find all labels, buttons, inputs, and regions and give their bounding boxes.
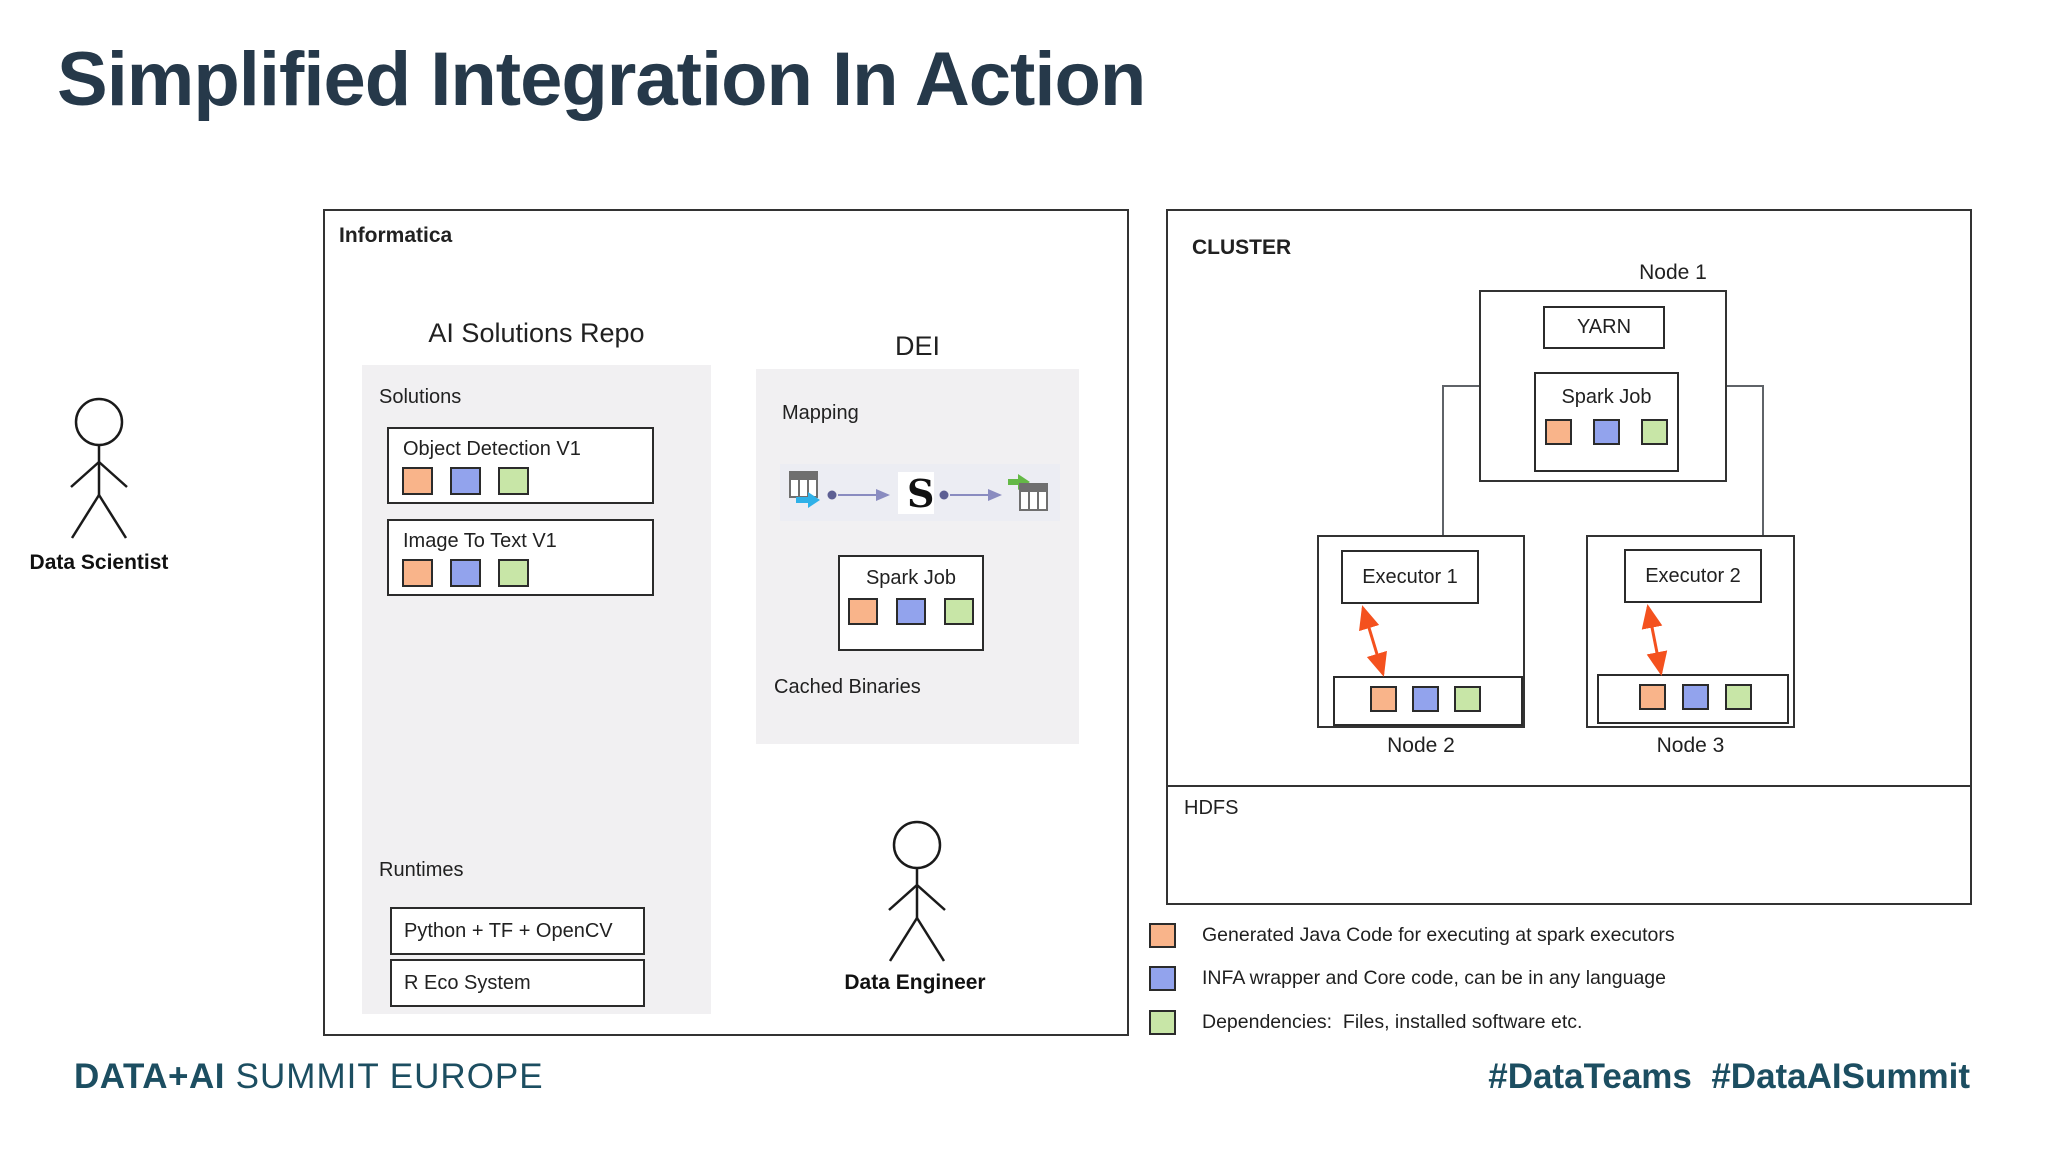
connector-right-v [1762,385,1764,535]
brand-bold: DATA+AI [74,1057,225,1096]
legend-text: Dependencies: Files, installed software … [1202,1011,1583,1033]
node2-box: Executor 1 [1317,535,1525,728]
runtimes-label: Runtimes [379,859,464,881]
connector-left-h [1442,385,1481,387]
node2-caption: Node 2 [1387,734,1455,757]
s-glyph: S [907,471,934,516]
infa-wrapper-chip [450,467,481,495]
dei-panel: Mapping S [756,369,1079,744]
code-chips [389,553,652,587]
informatica-label: Informatica [339,224,453,247]
dependencies-chip [498,467,529,495]
cluster-label: CLUSTER [1192,236,1292,259]
connector-left-v [1442,385,1444,535]
executor2-box: Executor 2 [1624,549,1762,603]
java-code-chip [1545,419,1572,445]
legend-text: Generated Java Code for executing at spa… [1202,924,1675,946]
solution-object-detection-box: Object Detection V1 [387,427,654,504]
hdfs-label: HDFS [1184,797,1239,819]
solution-image-to-text-box: Image To Text V1 [387,519,654,596]
mapping-flow-graphic: S [789,471,1048,516]
solutions-label: Solutions [379,386,462,408]
legend-text: INFA wrapper and Core code, can be in an… [1202,967,1666,989]
brand-rest: SUMMIT EUROPE [224,1057,544,1096]
code-chips [1335,678,1521,712]
mapping-flow: S [780,464,1060,521]
spark-job-title: Spark Job [865,567,957,589]
node1-box: YARN Spark Job [1479,290,1727,482]
data-scientist-label: Data Scientist [29,551,169,574]
dependencies-chip [1454,686,1481,712]
legend-row-infa-wrapper: INFA wrapper and Core code, can be in an… [1149,966,1666,991]
cached-binaries-label: Cached Binaries [774,676,921,698]
node3-binaries-strip [1597,674,1789,724]
dependencies-chip [1725,684,1752,710]
blue-arrow-icon [796,492,820,508]
code-chips [1536,419,1677,445]
informatica-box: Informatica AI Solutions Repo Solutions … [323,209,1129,1036]
java-code-swatch [1149,923,1176,948]
executor2-arrow [1641,604,1668,676]
java-code-chip [1639,684,1666,710]
dei-spark-job-box: Spark Job [838,555,984,651]
solution-title: Image To Text V1 [403,530,557,552]
dependencies-chip [944,598,974,625]
code-chips [1599,676,1787,710]
infa-wrapper-chip [1412,686,1439,712]
java-code-chip [1370,686,1397,712]
dependencies-chip [1641,419,1668,445]
data-scientist-figure-icon [70,397,128,539]
infa-wrapper-chip [1682,684,1709,710]
page-title: Simplified Integration In Action [57,37,1146,122]
infa-wrapper-swatch [1149,966,1176,991]
node3-caption: Node 3 [1656,734,1725,757]
hdfs-divider [1168,785,1970,787]
code-chips [840,598,982,625]
dependencies-chip [498,559,529,587]
cluster-box: CLUSTER Node 1 YARN Spark Job Executor 1 [1166,209,1972,905]
executor1-box: Executor 1 [1341,550,1479,604]
mapping-label: Mapping [782,402,859,424]
infa-wrapper-chip [450,559,481,587]
node1-caption: Node 1 [1639,261,1707,284]
connector-right-h [1725,385,1764,387]
event-brand: DATA+AI SUMMIT EUROPE [74,1057,544,1097]
runtime-r-box: R Eco System [390,959,645,1007]
spark-job-title: Spark Job [1561,386,1652,408]
infa-wrapper-chip [1593,419,1620,445]
runtime-python-box: Python + TF + OpenCV [390,907,645,955]
ai-solutions-repo-panel: Solutions Object Detection V1 Image To T… [362,365,711,1014]
dependencies-swatch [1149,1010,1176,1035]
java-code-chip [402,467,433,495]
java-code-chip [402,559,433,587]
dei-heading: DEI [894,331,940,361]
data-engineer-label: Data Engineer [844,971,986,994]
legend-row-dependencies: Dependencies: Files, installed software … [1149,1010,1582,1035]
green-arrow-icon [1008,474,1030,490]
legend-row-java-code: Generated Java Code for executing at spa… [1149,923,1675,948]
executor1-arrow [1359,605,1387,677]
java-code-chip [848,598,878,625]
s-transformation-icon: S [898,471,934,516]
target-table-icon [1008,474,1048,511]
yarn-box: YARN [1543,306,1665,349]
ai-solutions-repo-heading: AI Solutions Repo [428,318,645,348]
solution-title: Object Detection V1 [403,438,581,460]
node1-spark-job-box: Spark Job [1534,372,1679,472]
node3-box: Executor 2 [1586,535,1795,728]
infa-wrapper-chip [896,598,926,625]
node2-binaries-strip [1333,676,1523,726]
data-engineer-figure-icon [888,820,946,962]
code-chips [389,461,652,495]
source-table-icon [789,471,820,508]
event-hashtags: #DataTeams #DataAISummit [1488,1057,1970,1096]
